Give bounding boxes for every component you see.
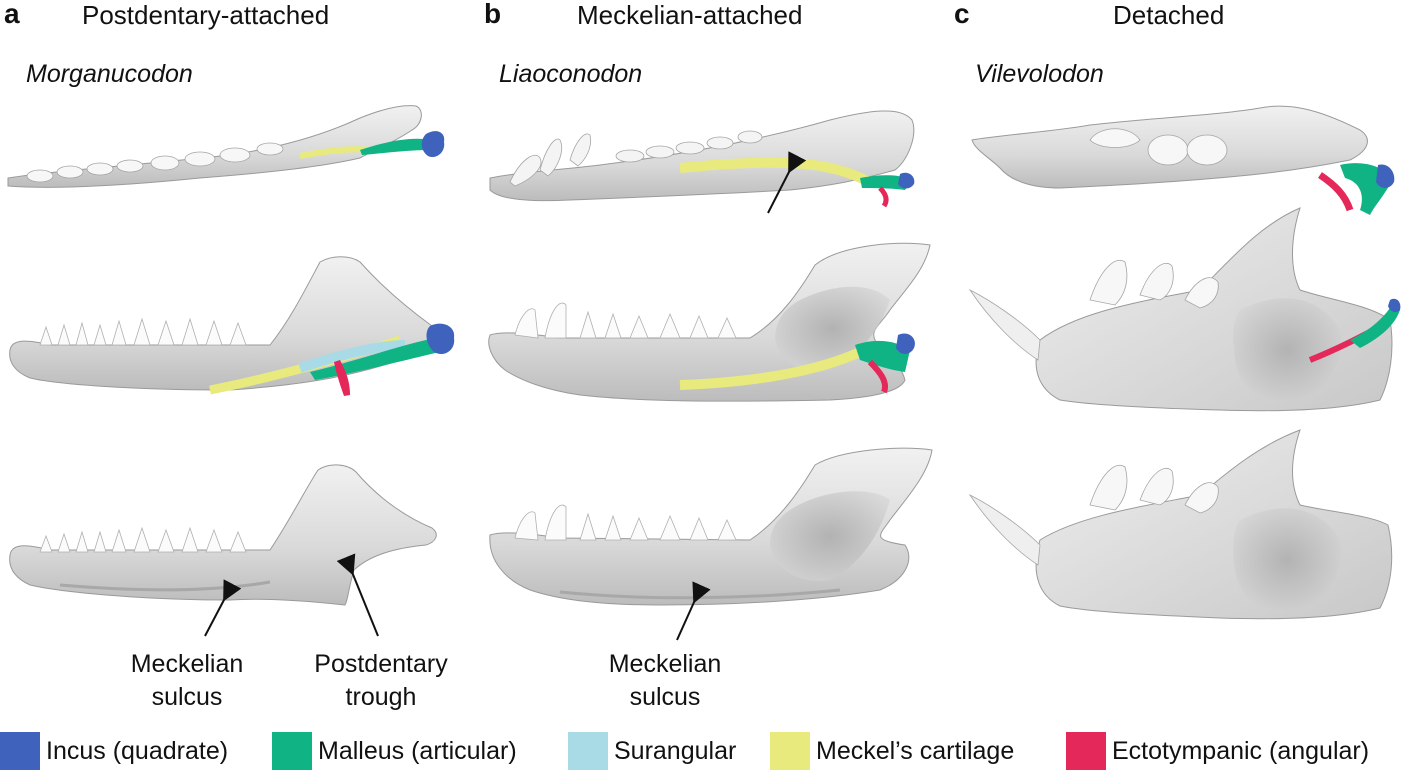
legend: Incus (quadrate) Malleus (articular) Sur… [0, 732, 1409, 770]
arrow-b-upper [767, 151, 807, 214]
legend-swatch-surangular [568, 732, 608, 770]
legend-swatch-malleus [272, 732, 312, 770]
legend-item-malleus: Malleus (articular) [272, 732, 517, 770]
legend-label-malleus: Malleus (articular) [318, 736, 517, 765]
panel-c-title: Detached [1113, 0, 1225, 30]
morganucodon-occlusal-jaw [7, 105, 445, 188]
legend-item-ectotympanic: Ectotympanic (angular) [1066, 732, 1369, 770]
panel-b-taxon: Liaoconodon [499, 60, 643, 88]
jaw-figure [7, 105, 1401, 641]
legend-swatch-meckels-cartilage [770, 732, 810, 770]
legend-label-ectotympanic: Ectotympanic (angular) [1112, 736, 1370, 765]
panel-b-title: Meckelian-attached [577, 0, 803, 30]
legend-item-incus: Incus (quadrate) [0, 732, 228, 770]
liaoconodon-jaw-bare [489, 447, 933, 606]
vilevolodon-jaw-bare [968, 429, 1393, 620]
arrow-a-meckelian [204, 579, 242, 637]
vilevolodon-medial-jaw [968, 207, 1401, 412]
morganucodon-jaw-bare [9, 464, 437, 606]
panel-b-letter: b [484, 0, 502, 29]
panel-c-letter: c [954, 0, 970, 29]
vilevolodon-occlusal-jaw [971, 105, 1395, 215]
legend-label-surangular: Surangular [614, 736, 737, 765]
panel-a-letter: a [4, 0, 20, 29]
panel-a-taxon: Morganucodon [26, 60, 193, 88]
liaoconodon-occlusal-jaw [489, 110, 915, 208]
liaoconodon-medial-jaw [488, 242, 931, 402]
arrow-a-postdentary [336, 553, 379, 637]
panel-c-taxon: Vilevolodon [975, 60, 1104, 88]
legend-swatch-ectotympanic [1066, 732, 1106, 770]
legend-item-surangular: Surangular [568, 732, 736, 770]
panel-a-title: Postdentary-attached [82, 0, 330, 30]
arrow-b-meckelian [676, 581, 711, 641]
legend-swatch-incus [0, 732, 40, 770]
morganucodon-medial-jaw [9, 256, 455, 396]
legend-label-meckels-cartilage: Meckel’s cartilage [816, 736, 1015, 765]
legend-label-incus: Incus (quadrate) [46, 736, 229, 765]
legend-item-meckels-cartilage: Meckel’s cartilage [770, 732, 1014, 770]
